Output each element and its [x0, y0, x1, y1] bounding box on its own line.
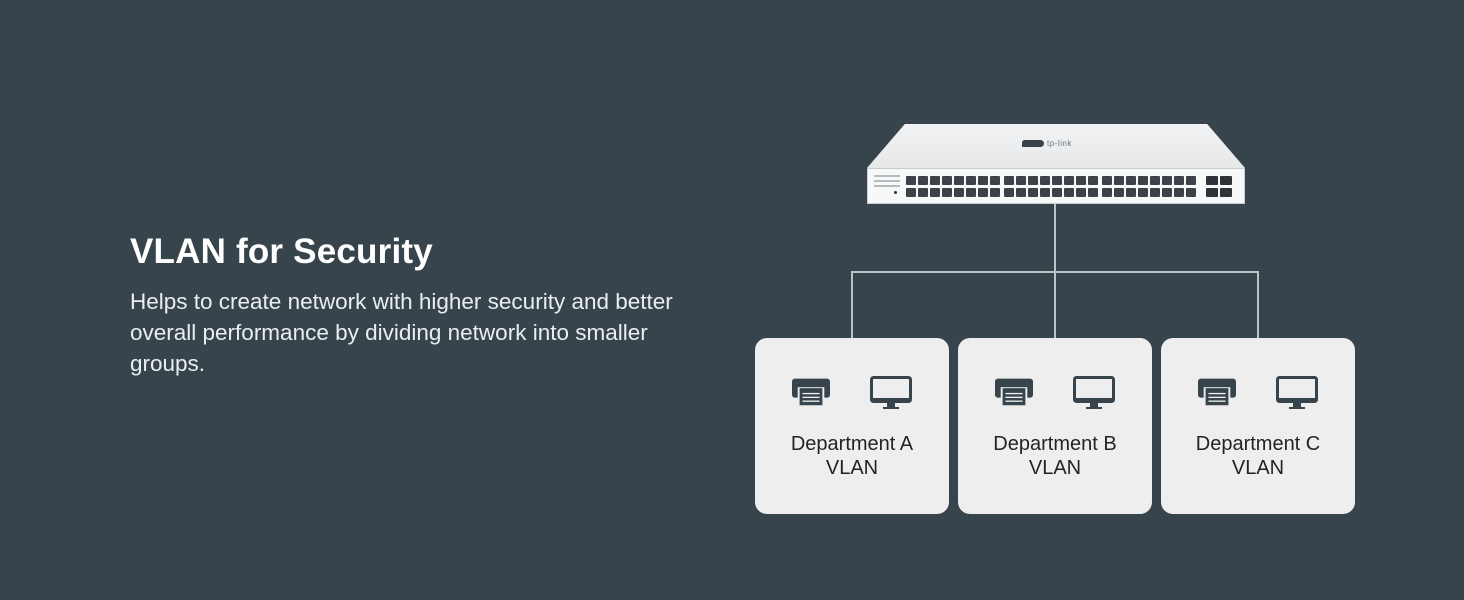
rj45-port: [1138, 188, 1148, 197]
rj45-port: [1114, 176, 1124, 185]
rj45-port: [906, 188, 916, 197]
brand-logo: tp-link: [1022, 139, 1072, 148]
sfp-port: [1206, 188, 1218, 197]
sfp-port: [1220, 176, 1232, 185]
trunk-line: [1054, 204, 1056, 273]
port-group: [1102, 176, 1196, 197]
rj45-port: [918, 188, 928, 197]
monitor-icon: [1276, 376, 1318, 410]
monitor-icon: [870, 376, 912, 410]
rj45-port: [1186, 188, 1196, 197]
device-icons: [1161, 376, 1355, 410]
drop-line-c: [1257, 271, 1259, 338]
description: Helps to create network with higher secu…: [130, 289, 673, 376]
rj45-port: [930, 176, 940, 185]
sfp-port: [1220, 188, 1232, 197]
rj45-port: [1102, 176, 1112, 185]
department-card: Department C VLAN: [1161, 338, 1355, 514]
vlan-label: VLAN: [825, 457, 879, 479]
rj45-port: [1028, 188, 1038, 197]
network-switch-icon: tp-link: [867, 124, 1245, 204]
rj45-port: [990, 188, 1000, 197]
rj45-port: [906, 176, 916, 185]
rj45-port: [1076, 176, 1086, 185]
headline: VLAN for Security: [130, 232, 433, 271]
rj45-port: [990, 176, 1000, 185]
brand-logo-text: tp-link: [1047, 139, 1072, 148]
rj45-port: [1004, 188, 1014, 197]
rj45-port: [1052, 176, 1062, 185]
printer-icon: [1198, 376, 1236, 406]
rj45-port: [978, 176, 988, 185]
rj45-port: [1076, 188, 1086, 197]
rj45-port: [1064, 176, 1074, 185]
sfp-port-bank: [1206, 176, 1232, 197]
switch-front-panel: [867, 168, 1245, 204]
printer-icon: [792, 376, 830, 406]
rj45-port: [1162, 188, 1172, 197]
rj45-port: [1102, 188, 1112, 197]
vlan-label: VLAN: [1231, 457, 1285, 479]
rj45-port: [1150, 188, 1160, 197]
department-card: Department A VLAN: [755, 338, 949, 514]
department-label: Department C VLAN: [1161, 432, 1355, 480]
rj45-port: [1040, 176, 1050, 185]
monitor-icon: [1073, 376, 1115, 410]
rj45-port: [1064, 188, 1074, 197]
department-name: Department C: [1195, 433, 1321, 455]
device-icons: [755, 376, 949, 410]
department-name: Department A: [790, 433, 914, 455]
rj45-port: [966, 188, 976, 197]
rj45-port-bank: [906, 176, 1196, 197]
department-label: Department B VLAN: [958, 432, 1152, 480]
printer-icon: [995, 376, 1033, 406]
rj45-port: [954, 188, 964, 197]
rj45-port: [1162, 176, 1172, 185]
brand-logo-mark: [1022, 140, 1044, 147]
rj45-port: [1126, 176, 1136, 185]
rj45-port: [1174, 188, 1184, 197]
department-name: Department B: [993, 433, 1117, 455]
rj45-port: [1138, 176, 1148, 185]
device-icons: [958, 376, 1152, 410]
rj45-port: [918, 176, 928, 185]
rj45-port: [1088, 176, 1098, 185]
rj45-port: [1028, 176, 1038, 185]
rj45-port: [930, 188, 940, 197]
rj45-port: [1114, 188, 1124, 197]
vlan-label: VLAN: [1028, 457, 1082, 479]
switch-top-panel: tp-link: [867, 124, 1245, 168]
switch-label: [874, 175, 900, 190]
rj45-port: [1174, 176, 1184, 185]
drop-line-b: [1054, 271, 1056, 338]
rj45-port: [1126, 188, 1136, 197]
rj45-port: [1088, 188, 1098, 197]
rj45-port: [942, 176, 952, 185]
rj45-port: [978, 188, 988, 197]
rj45-port: [1186, 176, 1196, 185]
rj45-port: [1004, 176, 1014, 185]
port-group: [906, 176, 1000, 197]
rj45-port: [1016, 176, 1026, 185]
rj45-port: [1052, 188, 1062, 197]
department-label: Department A VLAN: [755, 432, 949, 480]
rj45-port: [1040, 188, 1050, 197]
rj45-port: [942, 188, 952, 197]
switch-led: [894, 191, 897, 194]
sfp-port: [1206, 176, 1218, 185]
department-card: Department B VLAN: [958, 338, 1152, 514]
rj45-port: [966, 176, 976, 185]
rj45-port: [1016, 188, 1026, 197]
rj45-port: [1150, 176, 1160, 185]
drop-line-a: [851, 271, 853, 338]
rj45-port: [954, 176, 964, 185]
port-group: [1004, 176, 1098, 197]
